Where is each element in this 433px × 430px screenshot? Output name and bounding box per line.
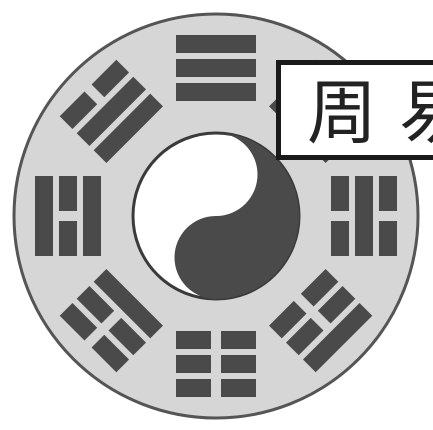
trigram-kan bbox=[331, 176, 397, 256]
trigram-gen bbox=[269, 269, 373, 373]
yin-line-segment bbox=[379, 176, 397, 211]
yin-line-segment bbox=[331, 221, 349, 256]
yin-line-segment bbox=[221, 355, 256, 373]
yin-line-segment bbox=[176, 331, 211, 349]
trigram-dui bbox=[59, 59, 163, 163]
book-title: 周易 bbox=[307, 72, 433, 154]
yin-line-segment bbox=[176, 355, 211, 373]
yang-line bbox=[176, 59, 256, 77]
yang-line bbox=[176, 83, 256, 101]
yang-line bbox=[355, 176, 373, 256]
yin-line-segment bbox=[176, 379, 211, 397]
yin-line-segment bbox=[221, 379, 256, 397]
trigram-zhen bbox=[59, 269, 163, 373]
yin-line-segment bbox=[269, 300, 307, 339]
yang-line bbox=[93, 269, 163, 339]
yin-line-segment bbox=[59, 302, 98, 341]
trigram-kun bbox=[176, 331, 256, 397]
yin-line-segment bbox=[59, 221, 77, 256]
yin-half bbox=[174, 133, 299, 299]
yin-line-segment bbox=[331, 176, 349, 211]
yang-line bbox=[302, 302, 373, 373]
yin-line-segment bbox=[221, 331, 256, 349]
yin-eye bbox=[257, 211, 271, 225]
yin-line-segment bbox=[76, 286, 115, 324]
trigram-li bbox=[35, 176, 101, 256]
yang-line bbox=[93, 93, 163, 163]
yin-line-segment bbox=[59, 176, 77, 211]
yang-line bbox=[83, 176, 101, 256]
yin-line-segment bbox=[91, 59, 130, 98]
yin-line-segment bbox=[91, 334, 130, 373]
yin-line-segment bbox=[317, 286, 356, 324]
yang-line bbox=[76, 76, 146, 146]
yin-yang-icon bbox=[131, 131, 301, 301]
yin-line-segment bbox=[108, 317, 146, 356]
yin-line-segment bbox=[59, 91, 98, 130]
yang-line bbox=[35, 176, 53, 256]
title-box: 周易 bbox=[276, 60, 433, 160]
trigram-qian bbox=[176, 35, 256, 101]
yang-eye bbox=[171, 211, 185, 225]
yin-line-segment bbox=[300, 269, 339, 307]
yin-line-segment bbox=[286, 317, 324, 356]
yin-line-segment bbox=[379, 221, 397, 256]
yang-line bbox=[176, 35, 256, 53]
